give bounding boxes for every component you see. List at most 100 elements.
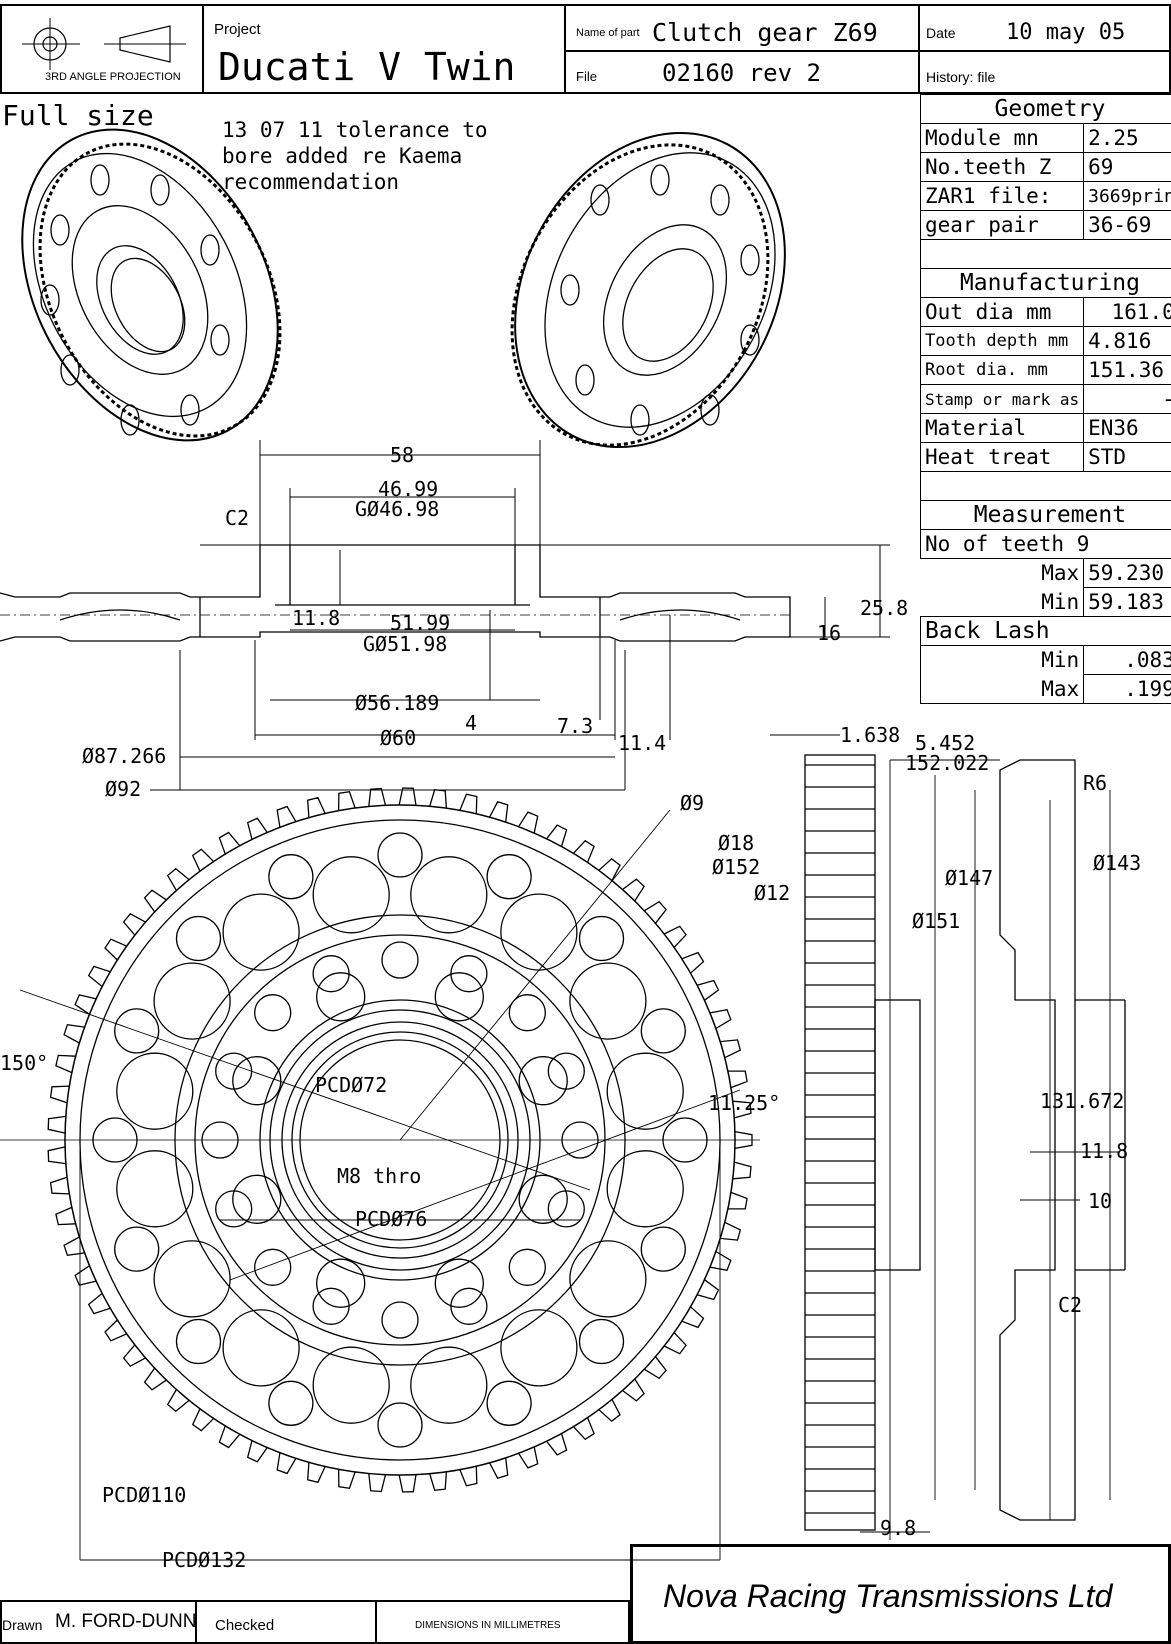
lightening-hole (640, 1226, 686, 1272)
units-label: DIMENSIONS IN MILLIMETRES (415, 1620, 561, 1631)
lightening-hole (508, 1248, 546, 1286)
footer-block (0, 1600, 630, 1644)
measurement-value: 59.230 (1083, 558, 1171, 588)
manufacturing-value: 4.816 (1083, 326, 1171, 356)
measurement-value: 59.183 (1083, 587, 1171, 617)
dim-10: 10 (1088, 1189, 1112, 1213)
lightening-hole (175, 1318, 222, 1365)
lightening-hole (518, 1056, 568, 1106)
manufacturing-label: Out dia mm (919, 297, 1085, 327)
dim-c2-side: C2 (1058, 1293, 1082, 1317)
file-value: 02160 rev 2 (662, 59, 821, 87)
measurement-label: Min (920, 587, 1085, 617)
dim-11-25-deg: 11.25° (708, 1091, 780, 1115)
title-block (0, 4, 1171, 94)
dim-m8-thro: M8 thro (337, 1164, 421, 1188)
geometry-value: 3669prin (1083, 181, 1171, 211)
lightening-hole (232, 1056, 282, 1106)
lightening-hole (578, 915, 625, 962)
dim-d152: Ø152 (712, 855, 760, 879)
date-value: 10 may 05 (1006, 20, 1126, 45)
projection-symbol-icon (22, 18, 186, 70)
dim-d151: Ø151 (912, 909, 960, 933)
measurement-label: Max (920, 558, 1085, 588)
backlash-value: .199 (1083, 674, 1171, 704)
lightening-hole (312, 1346, 390, 1424)
lightening-hole (500, 1309, 578, 1387)
manufacturing-label: Tooth depth mm (919, 326, 1085, 356)
lightening-hole (377, 832, 423, 878)
dim-58: 58 (390, 443, 414, 467)
front-gear-view (0, 787, 760, 1561)
section-dimension-lines (150, 440, 890, 791)
lightening-hole (116, 1150, 194, 1228)
dim-1-638: 1.638 (840, 723, 900, 747)
dim-51-99: 51.99 (390, 611, 450, 635)
note-line-1: 13 07 11 tolerance to (222, 118, 488, 142)
dim-d12: Ø12 (754, 881, 790, 905)
lightening-hole (508, 994, 546, 1032)
checked-label: Checked (215, 1617, 275, 1634)
company-name: Nova Racing Transmissions Ltd (663, 1578, 1113, 1614)
project-value: Ducati V Twin (218, 45, 516, 89)
section-view (0, 544, 791, 642)
projection-label: 3RD ANGLE PROJECTION (45, 71, 181, 83)
dim-pcd132: PCDØ132 (162, 1548, 246, 1572)
dim-92: Ø92 (105, 777, 141, 801)
lightening-hole (486, 1380, 532, 1426)
dim-pcd72: PCDØ72 (315, 1073, 387, 1097)
geometry-label: gear pair (919, 210, 1085, 240)
geometry-label: No.teeth Z (919, 152, 1085, 182)
geometry-header: Geometry (920, 94, 1171, 124)
history-label: History: file (926, 69, 996, 85)
lightening-hole (569, 1240, 647, 1318)
lightening-hole (381, 1301, 419, 1339)
backlash-label: Min (919, 645, 1085, 675)
lightening-hole (175, 915, 222, 962)
backlash-value: .083 (1083, 645, 1171, 675)
part-value: Clutch gear Z69 (652, 18, 878, 47)
lightening-hole (153, 962, 231, 1040)
dim-7-3: 7.3 (557, 714, 593, 738)
lightening-hole (232, 1174, 282, 1224)
lightening-hole (606, 1150, 684, 1228)
lightening-hole (316, 972, 366, 1022)
dim-g46-98: GØ46.98 (355, 497, 439, 521)
measurement-header: Measurement (920, 500, 1171, 530)
dim-46-99: 46.99 (378, 477, 438, 501)
note-line-2: bore added re Kaema (222, 144, 463, 168)
lightening-hole (410, 856, 488, 934)
dim-4: 4 (465, 711, 477, 735)
lightening-hole (518, 1174, 568, 1224)
lightening-hole (381, 941, 419, 979)
dim-150-deg: 150° (0, 1051, 48, 1075)
lightening-hole (410, 1346, 488, 1424)
dim-131-672: 131.672 (1040, 1089, 1124, 1113)
iso-gear-left (21, 128, 282, 442)
lightening-hole (500, 893, 578, 971)
lightening-hole (116, 1052, 194, 1130)
company-box (630, 1544, 1171, 1644)
dim-11-4: 11.4 (618, 731, 666, 755)
date-label: Date (926, 25, 956, 41)
lightening-hole (434, 1258, 484, 1308)
project-cell: Project Ducati V Twin (204, 4, 566, 94)
dim-16: 16 (817, 621, 841, 645)
backlash-label: Max (919, 674, 1085, 704)
dim-d147: Ø147 (945, 866, 993, 890)
lightening-hole (114, 1226, 160, 1272)
part-label: Name of part (576, 27, 640, 39)
lightening-hole (312, 856, 390, 934)
dim-d143: Ø143 (1093, 851, 1141, 875)
dim-9-8: 9.8 (880, 1516, 916, 1540)
manufacturing-label: Stamp or mark as (919, 384, 1085, 414)
dim-25-8: 25.8 (860, 596, 908, 620)
project-label: Project (214, 21, 261, 38)
lightening-hole (606, 1052, 684, 1130)
drawn-value: M. FORD-DUNN (55, 1611, 197, 1632)
lightening-hole (222, 893, 300, 971)
dim-11-8: 11.8 (292, 606, 340, 630)
manufacturing-value: STD (1083, 442, 1171, 472)
